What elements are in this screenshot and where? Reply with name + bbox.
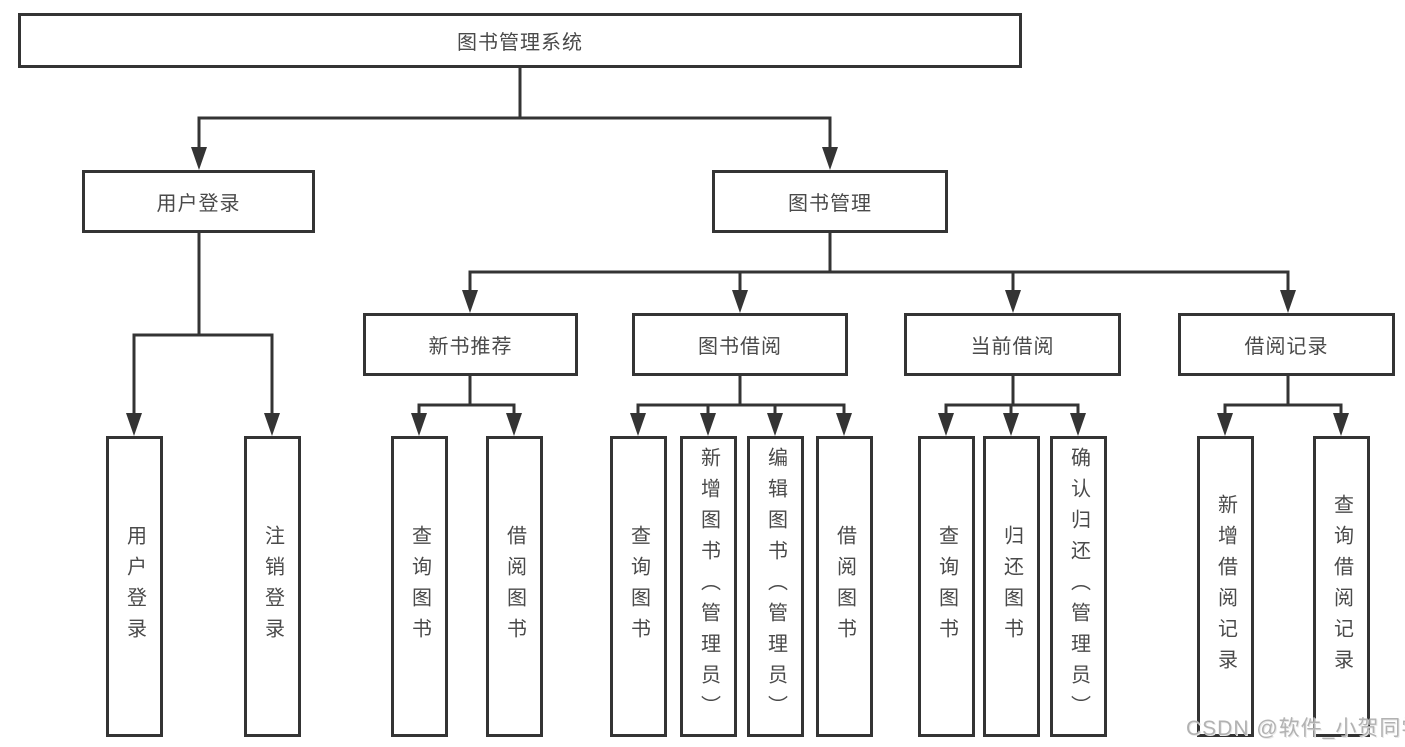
leaf-return-book: 归还图书 <box>983 436 1040 737</box>
node-new-book-recommend: 新书推荐 <box>363 313 578 376</box>
leaf-label: 查询图书 <box>408 524 431 649</box>
leaf-borrow-book: 借阅图书 <box>816 436 873 737</box>
node-borrow-records: 借阅记录 <box>1178 313 1395 376</box>
leaf-logout: 注销登录 <box>244 436 301 737</box>
leaf-query-book-current: 查询图书 <box>918 436 975 737</box>
leaf-query-book-borrow: 查询图书 <box>610 436 667 737</box>
leaf-query-book-recommend: 查询图书 <box>391 436 448 737</box>
node-book-borrow: 图书借阅 <box>632 313 848 376</box>
node-library-management-system: 图书管理系统 <box>18 13 1022 68</box>
leaf-label: 编辑图书（管理员） <box>764 447 787 726</box>
leaf-label: 注销登录 <box>261 524 284 649</box>
leaf-add-book-admin: 新增图书（管理员） <box>680 436 737 737</box>
node-current-borrow: 当前借阅 <box>904 313 1121 376</box>
leaf-query-borrow-record: 查询借阅记录 <box>1313 436 1370 737</box>
leaf-label: 确认归还（管理员） <box>1067 447 1090 726</box>
leaf-confirm-return-admin: 确认归还（管理员） <box>1050 436 1107 737</box>
leaf-borrow-book-recommend: 借阅图书 <box>486 436 543 737</box>
csdn-watermark: CSDN @软件_小贺同学 <box>1186 717 1405 740</box>
leaf-label: 查询图书 <box>627 524 650 649</box>
leaf-label: 借阅图书 <box>503 524 526 649</box>
leaf-user-login: 用户登录 <box>106 436 163 737</box>
leaf-label: 新增图书（管理员） <box>697 447 720 726</box>
leaf-label: 借阅图书 <box>833 524 856 649</box>
node-user-login: 用户登录 <box>82 170 315 233</box>
leaf-label: 用户登录 <box>123 524 146 649</box>
node-book-management: 图书管理 <box>712 170 948 233</box>
leaf-label: 查询借阅记录 <box>1330 493 1353 680</box>
leaf-add-borrow-record: 新增借阅记录 <box>1197 436 1254 737</box>
leaf-label: 新增借阅记录 <box>1214 493 1237 680</box>
leaf-label: 查询图书 <box>935 524 958 649</box>
leaf-label: 归还图书 <box>1000 524 1023 649</box>
leaf-edit-book-admin: 编辑图书（管理员） <box>747 436 804 737</box>
